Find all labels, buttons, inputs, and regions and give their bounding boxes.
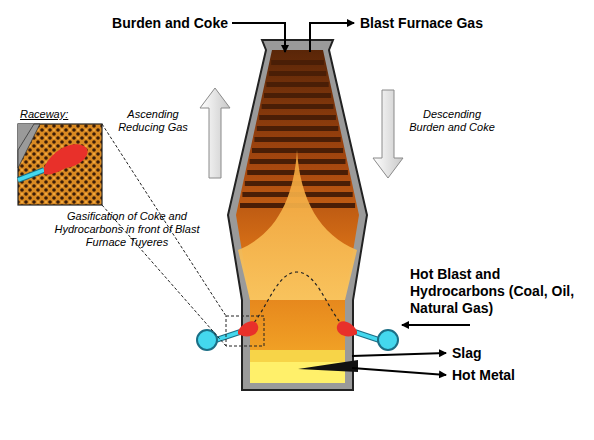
burden-layer — [257, 126, 339, 131]
burden-layer — [271, 60, 324, 65]
burden-layer — [254, 137, 340, 142]
inset-caption: Gasification of Coke and Hydrocarbons in… — [46, 210, 208, 250]
burden-layer — [262, 104, 334, 109]
flow-label: Ascending Reducing Gas — [112, 108, 194, 134]
input-label: Hot Blast and Hydrocarbons (Coal, Oil, N… — [410, 266, 588, 316]
flow-label: Descending Burden and Coke — [406, 108, 498, 134]
inset-title: Raceway: — [20, 108, 100, 121]
top-label: Blast Furnace Gas — [360, 15, 510, 32]
burden-layer — [259, 115, 336, 120]
burden-layer — [264, 93, 331, 98]
burden-layer — [252, 148, 343, 153]
output-label: Hot Metal — [452, 367, 552, 384]
burden-layer — [269, 71, 327, 76]
burden-layer — [266, 82, 328, 87]
output-label: Slag — [452, 345, 542, 362]
top-label: Burden and Coke — [100, 15, 228, 32]
